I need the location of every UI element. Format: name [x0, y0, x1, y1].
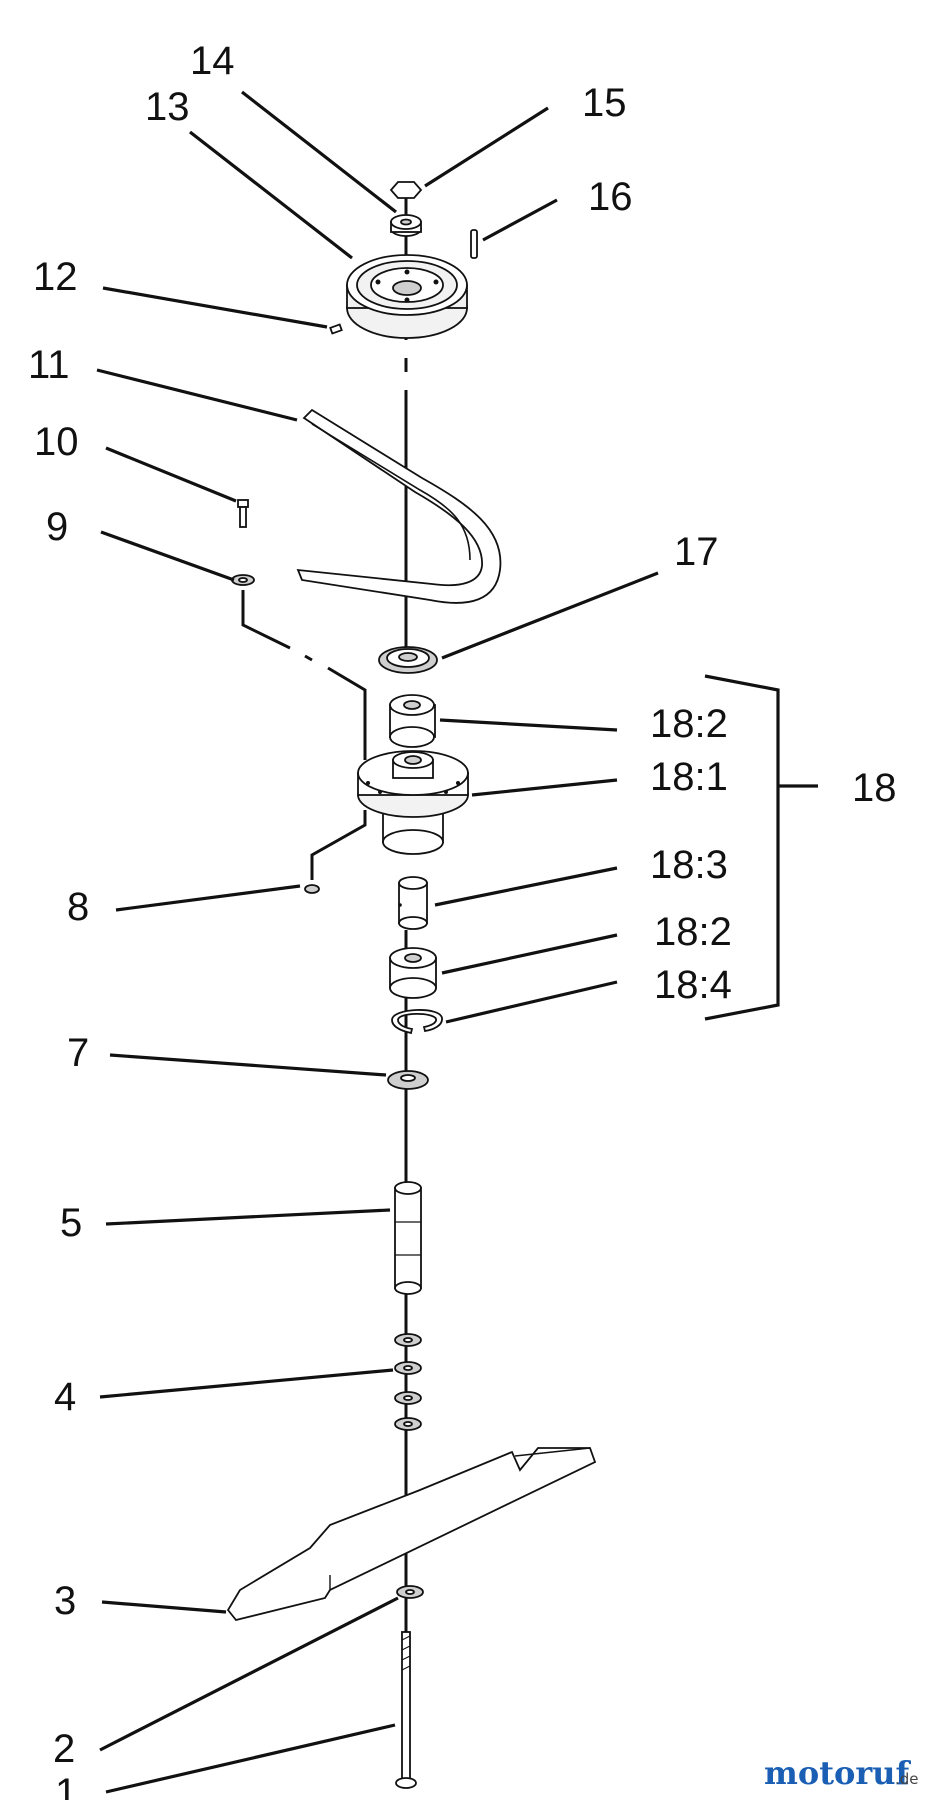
watermark-brand: motoruf — [764, 1754, 911, 1792]
part-18-2-lower-bearing — [389, 947, 437, 999]
label-2: 2 — [53, 1727, 75, 1771]
part-7-washer — [387, 1070, 429, 1090]
part-8-nut — [304, 884, 320, 894]
label-18-2-upper: 18:2 — [650, 702, 728, 746]
part-18-4-retaining-ring — [391, 1009, 443, 1035]
leader-13 — [189, 130, 353, 260]
label-11: 11 — [28, 343, 70, 387]
label-5: 5 — [60, 1201, 82, 1245]
leader-9 — [100, 530, 235, 582]
leader-16 — [482, 198, 558, 242]
label-18: 18 — [852, 766, 897, 810]
label-1: 1 — [55, 1771, 77, 1800]
label-12: 12 — [33, 255, 78, 299]
label-9: 9 — [46, 505, 68, 549]
leader-18-1 — [471, 778, 618, 797]
part-18-3-spacer — [398, 876, 428, 930]
label-16: 16 — [588, 175, 633, 219]
label-18-2-lower: 18:2 — [654, 910, 732, 954]
leader-18-2b — [441, 933, 618, 975]
label-18-1: 18:1 — [650, 755, 728, 799]
leader-5 — [105, 1208, 391, 1226]
watermark: motoruf .de — [764, 1754, 919, 1792]
part-12-set-screw — [329, 323, 343, 335]
part-5-sleeve — [394, 1181, 422, 1295]
label-4: 4 — [54, 1375, 76, 1419]
leader-14 — [241, 90, 397, 214]
leader-15 — [424, 106, 549, 188]
part-15-nut — [389, 181, 423, 199]
leader-lines — [96, 90, 818, 1794]
leader-18-4 — [445, 980, 618, 1024]
leader-18-3 — [434, 866, 618, 907]
label-14: 14 — [190, 39, 235, 83]
label-15: 15 — [582, 81, 627, 125]
label-10: 10 — [34, 420, 79, 464]
part-11-v-belt — [296, 408, 502, 604]
label-18-4: 18:4 — [654, 963, 732, 1007]
leader-17 — [441, 571, 659, 660]
leader-10 — [105, 446, 237, 503]
bolt-install-path — [241, 590, 367, 880]
callout-labels: 14 13 15 16 12 11 10 9 17 18:2 18:1 18 1… — [28, 39, 897, 1800]
part-18-1-spindle-housing — [357, 750, 469, 855]
leader-8 — [115, 884, 301, 912]
leader-18-2a — [439, 718, 618, 732]
leader-2 — [99, 1596, 399, 1752]
label-3: 3 — [54, 1579, 76, 1623]
part-3-blade — [226, 1447, 597, 1622]
label-13: 13 — [145, 85, 190, 129]
label-7: 7 — [67, 1031, 89, 1075]
leader-3 — [101, 1600, 227, 1614]
leader-7 — [109, 1053, 387, 1077]
leader-4 — [99, 1368, 394, 1399]
part-4-shims — [394, 1333, 422, 1431]
part-17-bearing — [378, 646, 438, 674]
leader-11 — [96, 368, 298, 422]
part-14-washer — [390, 214, 422, 237]
part-10-bolt — [237, 499, 249, 528]
watermark-tld: .de — [895, 1770, 919, 1788]
label-17: 17 — [674, 530, 719, 574]
part-13-pulley — [346, 254, 468, 339]
part-9-washer — [231, 574, 255, 586]
part-16-key — [470, 229, 478, 259]
leader-1 — [105, 1723, 396, 1794]
part-1-bolt — [395, 1631, 417, 1789]
part-2-washer — [396, 1585, 424, 1599]
label-18-3: 18:3 — [650, 843, 728, 887]
leader-12 — [102, 286, 328, 329]
part-18-2-upper-bearing — [389, 694, 436, 748]
bracket-18 — [704, 674, 780, 1021]
label-8: 8 — [67, 885, 89, 929]
